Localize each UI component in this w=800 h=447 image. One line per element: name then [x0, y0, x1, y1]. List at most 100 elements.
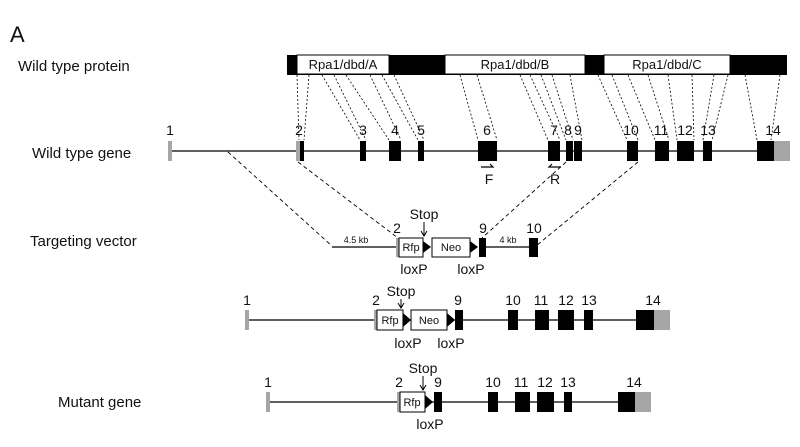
wt-exon-label-6: 6 [483, 122, 491, 138]
vector-loxp-2 [470, 241, 478, 253]
forward-primer-arrow [481, 163, 495, 168]
vector-exon-10 [529, 238, 538, 257]
domain-label-b: Rpa1/dbd/B [481, 57, 550, 72]
domain-box-c [603, 54, 731, 75]
wt-gene: 1 2 3 4 5 6 7 8 9 10 11 12 13 14 F R [166, 122, 790, 187]
mutant-exon-1 [266, 392, 270, 412]
vector-right-arm-size: 4 kb [499, 235, 516, 245]
targeted-neo-label: Neo [419, 315, 439, 327]
mutant-exon-2-utr [397, 392, 400, 412]
targeted-exon-11 [535, 310, 549, 330]
wt-exon-14-utr [774, 141, 790, 161]
wt-exon-label-7: 7 [550, 122, 558, 138]
targeted-loxp-label-2: loxP [437, 335, 464, 351]
targeted-exon-label-12: 12 [558, 292, 574, 308]
mutant-loxp-label: loxP [416, 416, 443, 432]
wt-exon-2-utr [296, 141, 300, 161]
targeted-exon-10 [508, 310, 518, 330]
vector-exon-label-9: 9 [479, 220, 487, 236]
vector-exon-9 [479, 238, 486, 257]
targeted-exon-14-utr [654, 310, 670, 330]
vector-stop-arrowhead [420, 230, 428, 237]
mutant-exon-label-13: 13 [560, 374, 576, 390]
targeted-exon-2-utr [374, 310, 377, 330]
domain-box-b [444, 54, 586, 75]
wt-exon-5 [418, 141, 424, 161]
targeted-exon-13 [584, 310, 593, 330]
vector-exon-2-utr [396, 238, 399, 257]
row-label-wt-gene: Wild type gene [32, 145, 131, 162]
wt-exon-label-3: 3 [359, 122, 367, 138]
wt-exon-label-5: 5 [417, 122, 425, 138]
panel-label: A [10, 22, 25, 47]
domain-box-a [296, 54, 390, 75]
targeted-loxp-1 [403, 313, 411, 327]
vector-exon-label-10: 10 [526, 220, 542, 236]
wt-exon-label-14: 14 [765, 122, 781, 138]
targeted-exon-label-11: 11 [534, 292, 549, 308]
wt-exon-6 [478, 141, 497, 161]
mutant-exon-label-2: 2 [395, 374, 403, 390]
vector-neo-label: Neo [441, 242, 461, 254]
wt-exon-11 [655, 141, 669, 161]
mutant-exon-14 [618, 392, 635, 412]
targeted-exon-14 [636, 310, 654, 330]
targeted-exon-12 [558, 310, 574, 330]
wt-exon-2 [300, 141, 304, 161]
wt-exon-4 [389, 141, 401, 161]
vector-loxp-label-2: loxP [457, 261, 484, 277]
targeted-stop-arrowhead [397, 302, 405, 309]
wt-exon-8 [566, 141, 573, 161]
vector-loxp-1 [423, 241, 431, 253]
wt-exon-label-12: 12 [677, 122, 693, 138]
targeted-exon-1 [245, 310, 249, 330]
row-label-vector: Targeting vector [30, 233, 137, 250]
wt-exon-7 [548, 141, 560, 161]
wt-exon-label-10: 10 [623, 122, 639, 138]
wt-exon-3 [360, 141, 366, 161]
domain-label-a: Rpa1/dbd/A [309, 57, 378, 72]
targeted-exon-9 [455, 310, 463, 330]
targeted-stop-label: Stop [387, 283, 416, 299]
wt-exon-label-4: 4 [391, 122, 399, 138]
vector-rfp-label: Rfp [402, 242, 419, 254]
wt-exon-label-9: 9 [574, 122, 582, 138]
mutant-exon-14-utr [635, 392, 651, 412]
mutant-rfp-label: Rfp [403, 397, 420, 409]
mutant-exon-label-14: 14 [626, 374, 642, 390]
targeted-exon-label-14: 14 [645, 292, 661, 308]
mutant-stop-label: Stop [409, 360, 438, 376]
mutant-exon-label-12: 12 [537, 374, 553, 390]
mutant-exon-11 [515, 392, 530, 412]
forward-primer-label: F [485, 171, 494, 187]
mutant-exon-9 [434, 392, 442, 412]
mutant-exon-label-1: 1 [264, 374, 272, 390]
wt-exon-1 [168, 141, 172, 161]
wt-exon-label-11: 11 [654, 122, 669, 138]
wt-exon-label-8: 8 [564, 122, 572, 138]
mutant-exon-13 [564, 392, 572, 412]
targeted-exon-label-1: 1 [243, 292, 251, 308]
wt-exon-13 [703, 141, 712, 161]
mutant-exon-label-9: 9 [434, 374, 442, 390]
targeted-exon-label-9: 9 [454, 292, 462, 308]
targeted-loxp-2 [447, 313, 455, 327]
wt-exon-12 [677, 141, 694, 161]
targeted-exon-label-10: 10 [505, 292, 521, 308]
wt-exon-label-1: 1 [166, 122, 174, 138]
row-label-mutant: Mutant gene [58, 394, 141, 411]
wt-exon-9 [574, 141, 582, 161]
homology-crossover-lines [227, 151, 639, 247]
mutant-loxp [425, 395, 433, 409]
mutant-gene: Rfp Stop 1 2 9 10 11 12 13 14 loxP [264, 360, 651, 432]
targeted-loxp-label-1: loxP [394, 335, 421, 351]
row-label-protein: Wild type protein [18, 58, 130, 75]
vector-stop-label: Stop [410, 206, 439, 222]
mutant-stop-arrowhead [419, 384, 427, 391]
vector-exon-label-2: 2 [393, 220, 401, 236]
targeting-vector: 4.5 kb Rfp Neo 4 kb Stop 2 9 10 loxP lox… [332, 206, 542, 277]
reverse-primer-arrow [547, 163, 561, 168]
targeted-rfp-label: Rfp [381, 315, 398, 327]
targeted-exon-label-2: 2 [372, 292, 380, 308]
